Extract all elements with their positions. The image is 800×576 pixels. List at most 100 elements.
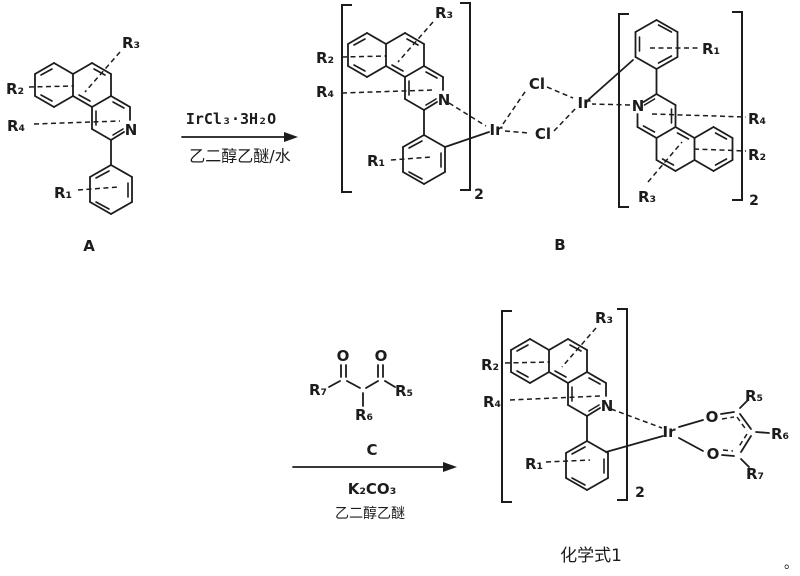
bond (567, 371, 588, 384)
substituent-dash-line (509, 395, 601, 401)
bond (385, 32, 406, 45)
bond (634, 19, 658, 33)
bond (586, 477, 609, 491)
double-bond (588, 404, 600, 412)
bond (510, 338, 531, 351)
double-bond (676, 132, 690, 140)
bond (655, 19, 679, 33)
bond (674, 159, 696, 172)
bond (674, 126, 696, 139)
substituent-dash-line (647, 141, 683, 183)
bond (347, 65, 368, 78)
r6-label: R₆ (771, 425, 789, 443)
double-bond (391, 64, 404, 72)
bond (423, 101, 438, 111)
double-bond (657, 55, 673, 64)
cl-atom-label: Cl (529, 75, 545, 93)
bracket-subscript-2: 2 (749, 193, 759, 209)
r3-label: R₃ (638, 188, 656, 206)
bond (712, 159, 734, 172)
double-bond (657, 24, 673, 33)
double-bond (353, 64, 366, 72)
diketone-bond (328, 380, 341, 388)
substituent-dash-line (651, 113, 747, 118)
o-atom-label: O (707, 445, 720, 463)
bond (634, 56, 658, 70)
acac-bond (739, 413, 752, 430)
bond (385, 65, 406, 78)
substituent-dash-line (504, 361, 551, 364)
double-bond (425, 71, 438, 79)
acac-bond (678, 419, 704, 428)
full-stop-mark: 。 (784, 556, 798, 572)
substituent-dash-line (545, 459, 591, 463)
n-atom-label: N (438, 91, 451, 109)
product-formula-label: 化学式1 (560, 546, 622, 566)
bond (402, 134, 425, 148)
bond (34, 62, 55, 75)
o-atom-label: O (706, 408, 719, 426)
acac-bond (678, 437, 704, 452)
bond (586, 407, 601, 417)
r3-label: R₃ (435, 4, 453, 22)
substituent-dash-line (28, 85, 75, 88)
bond (89, 164, 112, 178)
dative-bond-dash (502, 88, 528, 125)
product-ligand (510, 338, 609, 491)
bond (548, 338, 569, 351)
dative-bond-dash (610, 408, 663, 429)
o-atom-label: O (375, 347, 388, 365)
substituent-dash-line (84, 51, 121, 93)
r3-label: R₃ (595, 309, 613, 327)
r7-label: R₇ (309, 381, 327, 399)
dative-bond-dash (546, 86, 574, 99)
double-bond (569, 344, 582, 352)
ir-atom-label: Ir (490, 121, 504, 139)
r4-label: R₄ (748, 110, 766, 128)
double-bond (571, 477, 586, 486)
bond (423, 171, 446, 185)
bond (586, 440, 609, 454)
bond (72, 62, 93, 75)
acac-partial-double-dash (721, 416, 735, 420)
double-bond (588, 377, 601, 385)
compound-b-label: B (554, 236, 565, 254)
step1-reagent-label: IrCl₃·3H₂O (186, 110, 276, 128)
diketone-bond (384, 380, 396, 388)
double-bond (353, 38, 366, 46)
double-bond (408, 171, 423, 180)
bond (712, 126, 734, 139)
bond (366, 32, 387, 45)
r7-label: R₇ (746, 465, 764, 483)
bond (423, 134, 446, 148)
step2-arrow-head (443, 462, 457, 472)
double-bond (516, 370, 529, 378)
bond (567, 338, 588, 351)
r1-label: R₁ (702, 40, 720, 58)
double-bond (571, 446, 586, 455)
bond (404, 65, 425, 78)
r1-label: R₁ (525, 455, 543, 473)
bond (110, 164, 133, 178)
double-bond (40, 94, 53, 102)
bond (34, 95, 55, 108)
bond (565, 440, 588, 454)
diketone-bond (365, 380, 379, 389)
r6-label: R₆ (355, 406, 373, 424)
r4-label: R₄ (316, 83, 334, 101)
r3-label: R₃ (122, 34, 140, 52)
acac-bond (739, 399, 749, 409)
bond (655, 93, 677, 106)
acac-bond (740, 435, 752, 453)
step1-arrow-head (284, 132, 298, 142)
compound-c-label: C (366, 441, 377, 459)
r1-label: R₁ (54, 184, 72, 202)
substituent-dash-line (33, 120, 121, 125)
double-bond (93, 68, 106, 76)
bond (655, 126, 677, 139)
r4-label: R₄ (7, 117, 25, 135)
bond (53, 62, 74, 75)
double-bond (95, 170, 110, 179)
bracket-subscript-2: 2 (635, 485, 645, 501)
